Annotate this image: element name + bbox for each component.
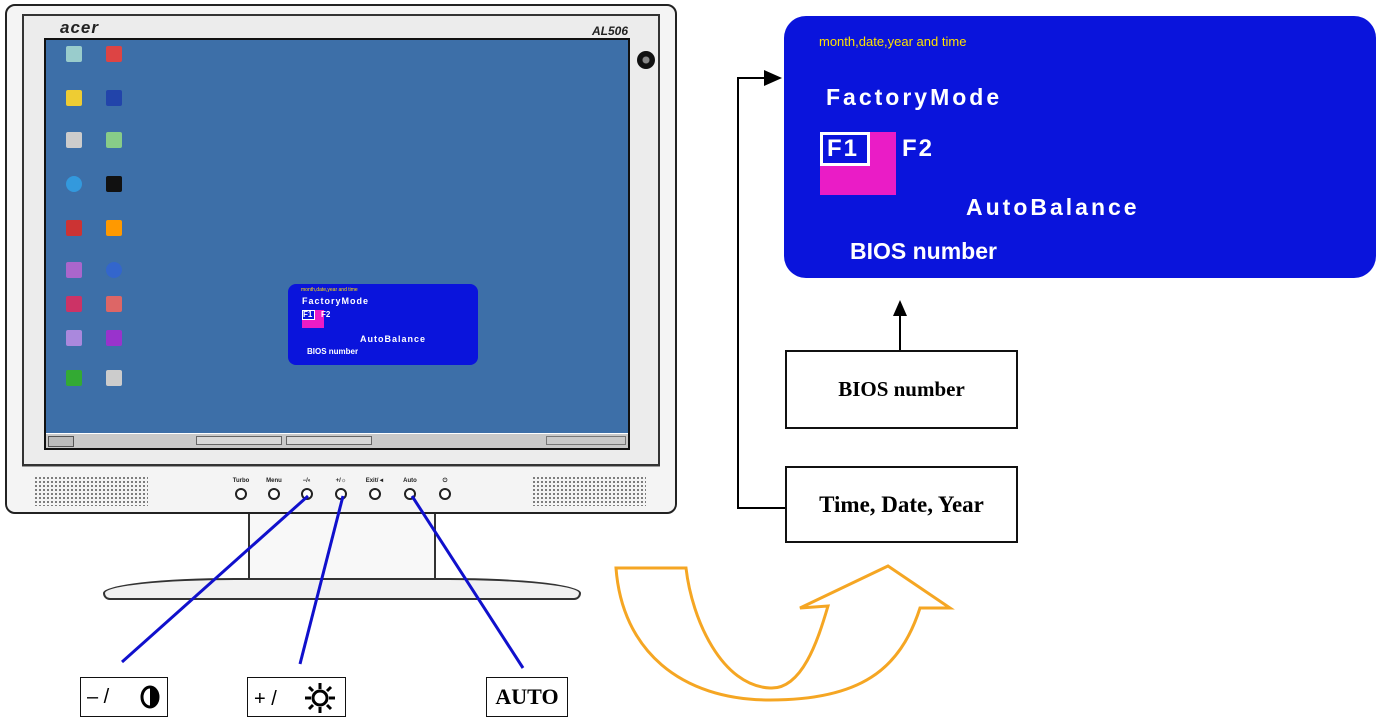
system-tray	[546, 436, 626, 445]
osd-factory-mode: FactoryMode	[826, 84, 1003, 110]
power-button[interactable]	[439, 488, 451, 500]
plus-callout-text: + /	[254, 688, 277, 710]
minus-callout-text: – /	[87, 686, 110, 708]
app-icon	[94, 370, 134, 386]
powerpoint-icon	[94, 46, 134, 62]
app-icon	[94, 296, 134, 312]
osd-menu-zoomed: month,date,year and time FactoryMode F1 …	[784, 16, 1376, 278]
osd-factory-mode: FactoryMode	[302, 296, 370, 306]
time-date-path	[737, 77, 785, 509]
minus-pointer-line	[121, 494, 309, 664]
button-label-plus: +/☼	[335, 478, 347, 484]
brand-logo: acer	[60, 18, 99, 37]
osd-menu-small: month,date,year and time FactoryMode F1 …	[288, 284, 478, 365]
osd-auto-balance: AutoBalance	[966, 194, 1140, 220]
bios-up-arrowhead	[893, 300, 907, 316]
osd-f1: F1	[303, 310, 313, 319]
media-player-icon	[94, 220, 134, 236]
plus-brightness-callout: + /	[247, 677, 346, 717]
sensor-icon	[637, 51, 655, 69]
osd-date-time-text: month,date,year and time	[301, 287, 358, 293]
minus-contrast-callout: – /	[80, 677, 168, 717]
button-label-menu: Menu	[266, 478, 282, 484]
monitor-screen: month,date,year and time FactoryMode F1 …	[44, 38, 630, 450]
auto-pointer-line	[410, 495, 525, 669]
time-date-arrowhead	[764, 70, 782, 86]
button-label-turbo: Turbo	[232, 478, 250, 484]
computer-icon	[54, 46, 94, 62]
osd-auto-balance: AutoBalance	[360, 334, 427, 344]
time-date-year-label: Time, Date, Year	[785, 466, 1018, 543]
menu-button[interactable]	[268, 488, 280, 500]
folder-icon	[54, 90, 94, 106]
internet-explorer-icon	[54, 176, 94, 192]
bios-number-label: BIOS number	[785, 350, 1018, 429]
osd-f1-frame	[820, 132, 870, 166]
speaker-grille-right	[532, 476, 646, 506]
taskbar-item	[196, 436, 282, 445]
osd-f1-frame	[302, 310, 315, 320]
contrast-icon	[140, 685, 160, 709]
osd-bios-number: BIOS number	[307, 347, 359, 356]
lotus-icon	[54, 330, 94, 346]
button-label-exit: Exit/◄	[365, 478, 385, 484]
auto-callout: AUTO	[486, 677, 568, 717]
command-prompt-icon	[94, 176, 134, 192]
explorer-icon	[94, 132, 134, 148]
turbo-button[interactable]	[235, 488, 247, 500]
monitor-stand-neck	[248, 514, 436, 578]
button-label-power: ⏻	[442, 478, 448, 484]
speaker-grille-left	[34, 476, 148, 506]
osd-f2: F2	[902, 135, 935, 162]
app-icon	[94, 330, 134, 346]
osd-f2: F2	[321, 310, 331, 319]
cycle-arrow-icon	[614, 564, 955, 702]
winzip-icon	[54, 262, 94, 278]
app-icon	[94, 262, 134, 278]
minus-contrast-button[interactable]	[301, 488, 313, 500]
plus-pointer-line	[298, 495, 345, 665]
taskbar	[46, 433, 628, 448]
brightness-icon	[305, 683, 335, 713]
acrobat-icon	[54, 220, 94, 236]
osd-bios-number: BIOS number	[850, 238, 997, 264]
osd-date-time-text: month,date,year and time	[819, 34, 967, 49]
button-label-auto: Auto	[403, 478, 417, 484]
exit-button[interactable]	[369, 488, 381, 500]
start-button	[48, 436, 74, 447]
word-icon	[94, 90, 134, 106]
outlook-icon	[54, 296, 94, 312]
recycle-bin-icon	[54, 132, 94, 148]
button-label-minus: −/◐	[302, 478, 312, 484]
osd-f1: F1	[827, 135, 860, 162]
excel-icon	[54, 370, 94, 386]
model-label: AL506	[592, 24, 629, 38]
taskbar-item	[286, 436, 372, 445]
